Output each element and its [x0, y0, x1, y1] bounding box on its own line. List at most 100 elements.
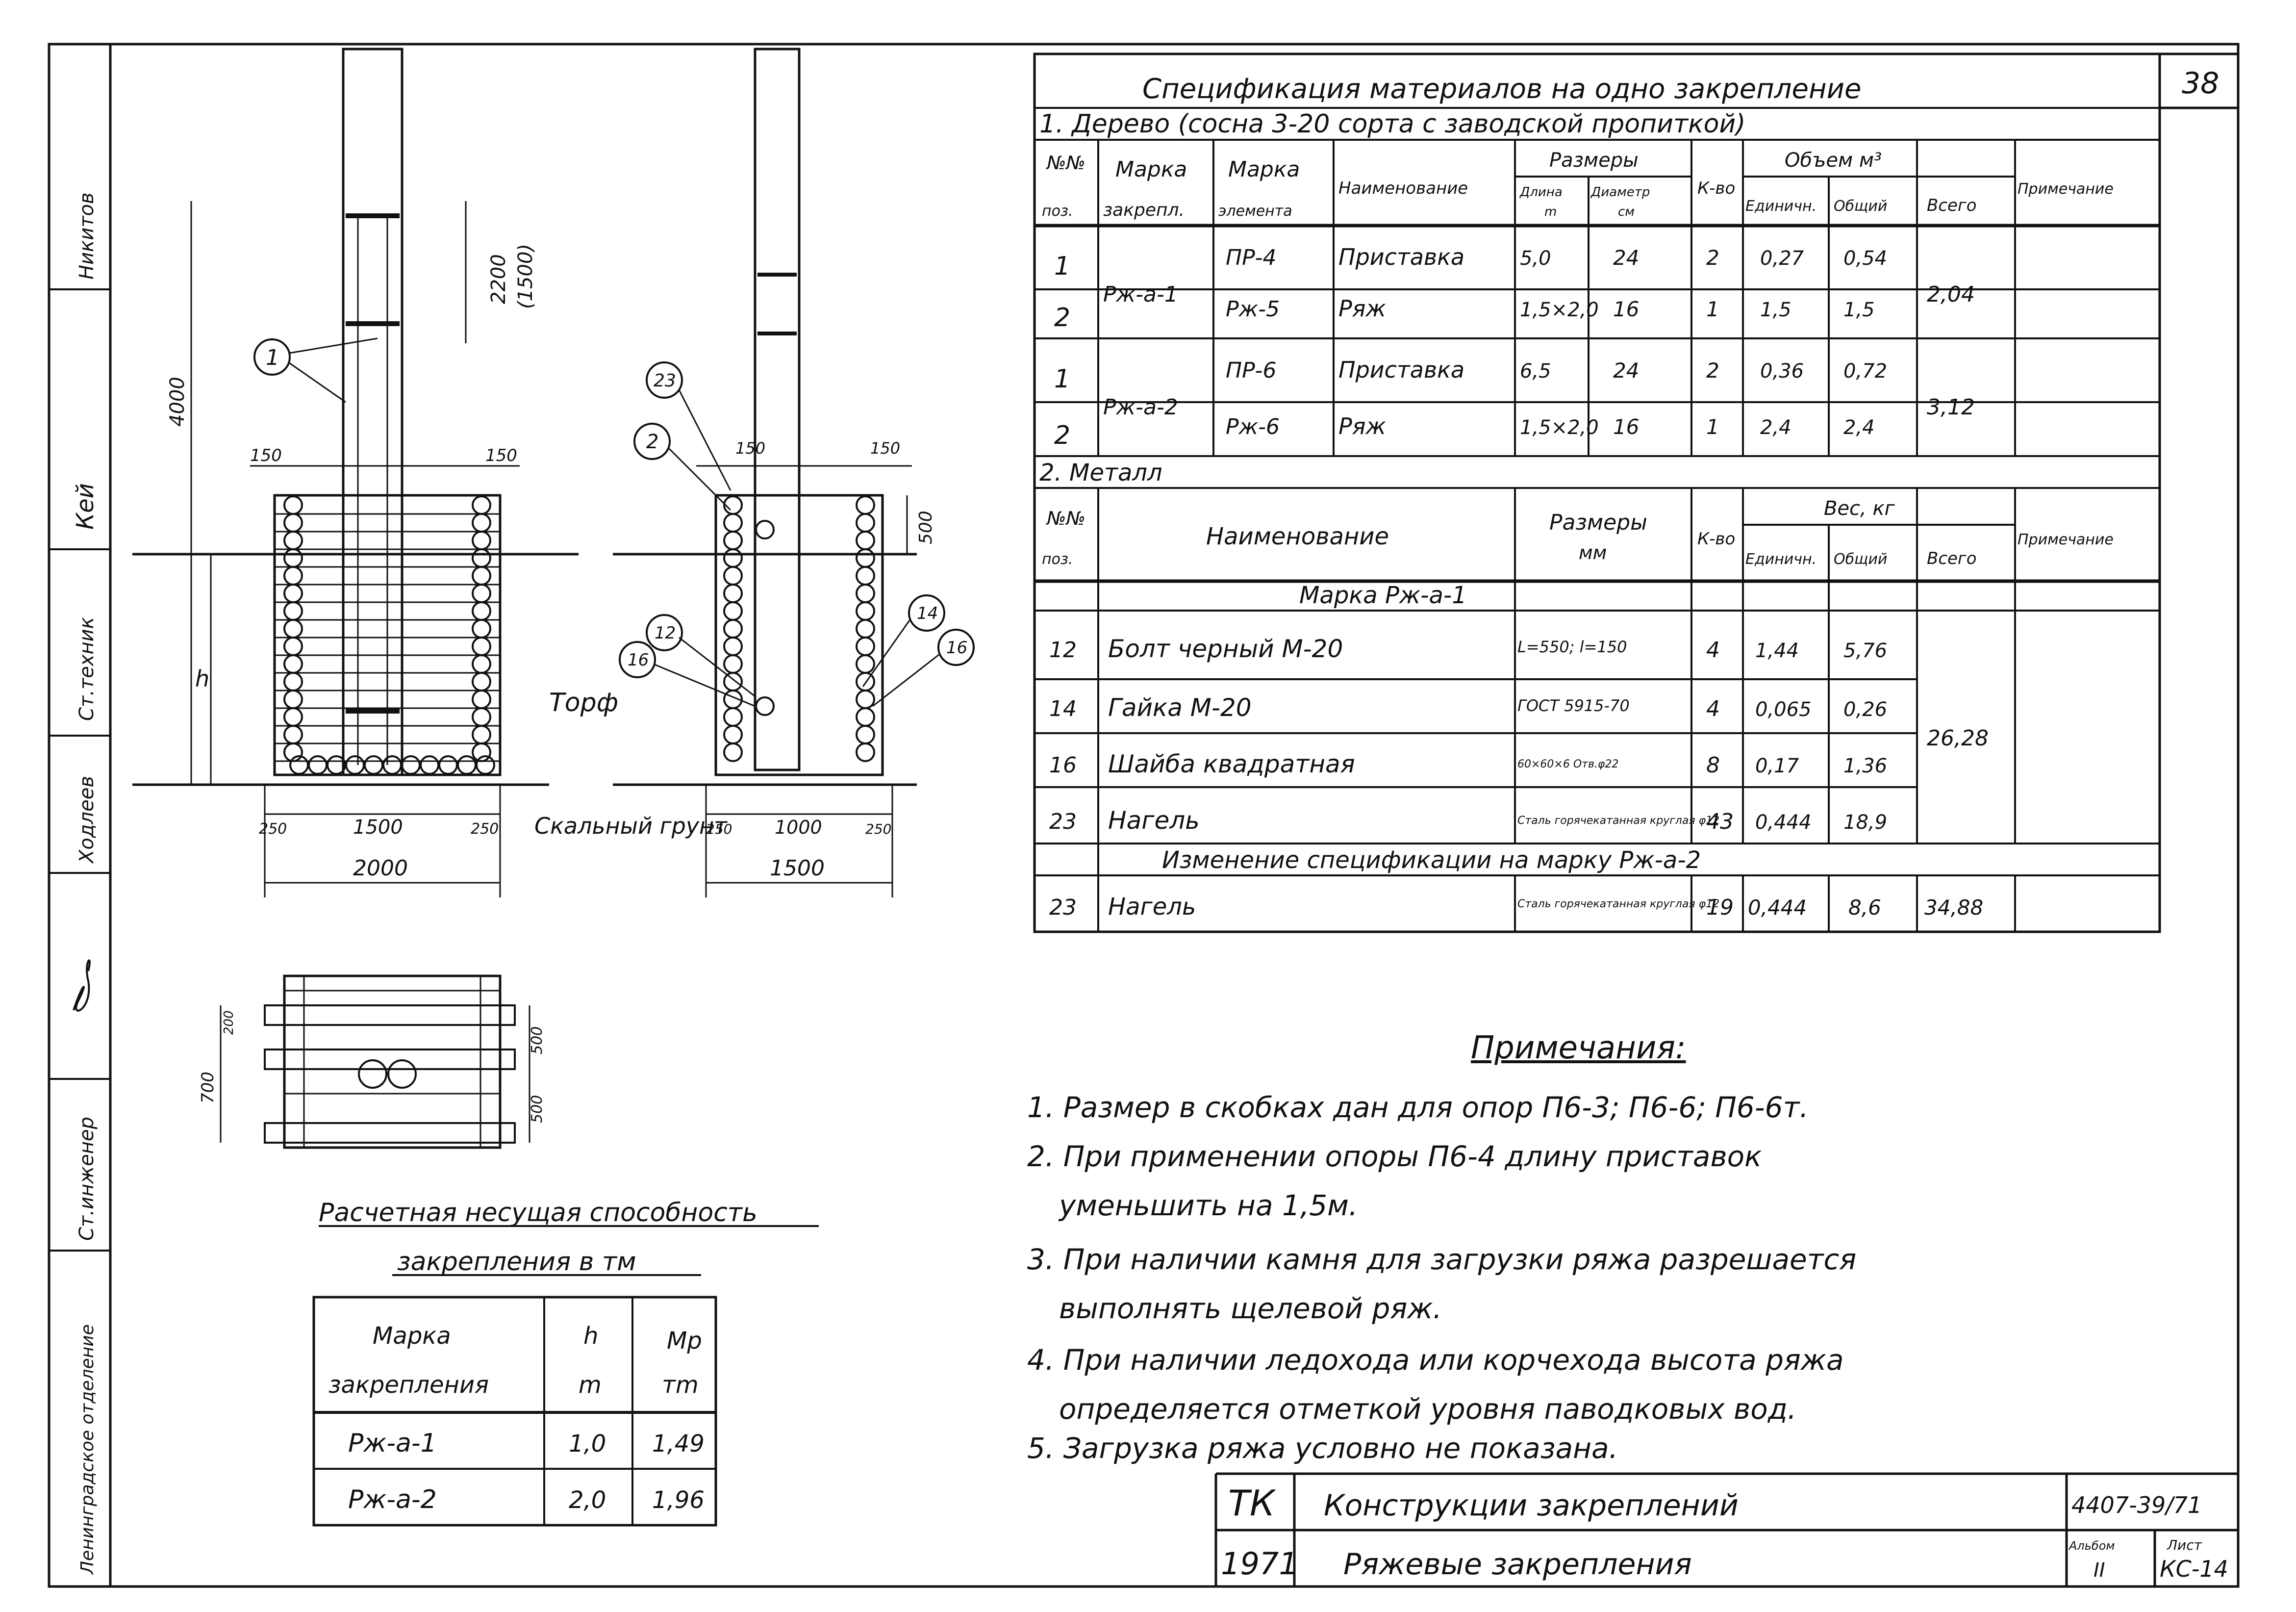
metal-unit: 0,17 [1755, 755, 1799, 777]
metal-pos: 12 [1049, 638, 1077, 663]
callout-23: 23 [654, 371, 676, 391]
metal-size: 60×60×6 Отв.φ22 [1517, 758, 1618, 770]
cap-row2-mp: 1,96 [652, 1486, 705, 1514]
note-2: 2. При применении опоры П6-4 длину прист… [1027, 1140, 1762, 1173]
post-right [754, 48, 801, 771]
capacity-title-1: Расчетная несущая способность [319, 1198, 757, 1228]
log-end [420, 755, 439, 775]
log-end [723, 584, 743, 603]
plan-dim-700: 700 [198, 1072, 218, 1103]
wood-name: Ряж [1338, 413, 1386, 439]
metal-name: Нагель [1108, 806, 1200, 835]
wood-total: 0,72 [1843, 360, 1887, 383]
log-end [283, 531, 303, 550]
dim-1500-bracket: (1500) [514, 244, 537, 309]
log-end [283, 601, 303, 621]
note-2b: уменьшить на 1,5м. [1059, 1189, 1358, 1222]
tb-code: 4407-39/71 [2071, 1492, 2202, 1518]
elevation-right-texts: 150 150 500 250 1000 250 1500 23 2 12 16… [628, 371, 967, 881]
stamp-role-2: Ст.инженер [76, 1117, 98, 1241]
wood-name: Ряж [1338, 295, 1386, 322]
notes-title: Примечания: [1471, 1030, 1686, 1066]
log-end [472, 531, 491, 550]
log-end [472, 725, 491, 744]
r-dim-250-right: 250 [865, 821, 891, 837]
stamp-name-3: Ходлеев [76, 776, 98, 864]
wood-qty: 1 [1706, 415, 1719, 439]
metal-unit: 0,444 [1755, 811, 1812, 834]
log-end [856, 742, 875, 762]
wh-total: Общий [1834, 198, 1887, 215]
dim-h: h [195, 665, 209, 692]
cap-row1-mp: 1,49 [652, 1430, 705, 1458]
log-end [723, 601, 743, 621]
r-dim-150-right: 150 [870, 439, 900, 458]
log-end [283, 584, 303, 603]
change-all: 34,88 [1924, 896, 1983, 920]
mh-pos-1: №№ [1046, 508, 1085, 529]
metal-total: 5,76 [1843, 640, 1887, 662]
log-end [283, 548, 303, 568]
wood-pos: 2 [1054, 421, 1070, 450]
wood-all: 2,04 [1927, 282, 1975, 307]
change-qty: 19 [1706, 895, 1734, 920]
dim-250-right: 250 [471, 820, 499, 838]
wood-section-title: 1. Дерево (сосна 3-20 сорта с заводской … [1039, 109, 1745, 139]
wood-unit: 0,36 [1760, 360, 1804, 383]
wood-len: 1,5×2,0 [1520, 299, 1599, 321]
mh-qty: К-во [1697, 529, 1735, 549]
dim-4000: 4000 [166, 377, 189, 427]
dim-150-left: 150 [250, 446, 282, 465]
wh-length-1: Длина [1519, 185, 1563, 200]
metal-size: Сталь горячекатанная круглая φ12 [1517, 815, 1719, 827]
wood-qty: 2 [1706, 358, 1719, 383]
wh-diam-2: см [1618, 205, 1635, 219]
wood-unit: 1,5 [1760, 299, 1791, 321]
log-end [472, 584, 491, 603]
log-end [723, 725, 743, 744]
mh-unit: Единичн. [1745, 551, 1817, 568]
cap-row1-h: 1,0 [569, 1430, 606, 1458]
log-end [472, 672, 491, 691]
page-number: 38 [2182, 66, 2219, 101]
callout-16-left: 16 [628, 650, 649, 670]
dim-2200: 2200 [487, 254, 510, 304]
log-end [382, 755, 402, 775]
log-end [364, 755, 383, 775]
tb-line1: Конструкции закреплений [1324, 1488, 1739, 1523]
tb-sheet-value: КС-14 [2160, 1556, 2228, 1582]
r-dim-250-left: 250 [706, 821, 732, 837]
metal-total: 18,9 [1843, 811, 1887, 834]
post-left [342, 48, 404, 776]
wh-name: Наименование [1338, 179, 1468, 198]
stamp-org: Ленинградское отделение [77, 1324, 98, 1575]
metal-mark: Марка Рж-а-1 [1299, 582, 1467, 609]
wh-unit: Единичн. [1745, 198, 1817, 215]
log-end [345, 755, 365, 775]
spec-title: Спецификация материалов на одно закрепле… [1142, 73, 1861, 105]
note-4b: определяется отметкой уровня паводковых … [1059, 1392, 1797, 1426]
mh-sizes-1: Размеры [1549, 510, 1647, 535]
cap-row2-mark: Рж-а-2 [348, 1485, 437, 1514]
cap-head-mp: Мр [667, 1327, 702, 1355]
log-end [856, 584, 875, 603]
r-dim-150-left: 150 [735, 439, 765, 458]
log-end [438, 755, 458, 775]
wood-diam: 16 [1613, 415, 1639, 439]
log-end [723, 566, 743, 586]
wood-total: 1,5 [1843, 299, 1875, 321]
wood-qty: 1 [1706, 297, 1719, 321]
metal-texts: 2. Металл №№ поз. Наименование Размеры м… [1039, 459, 2114, 921]
log-end [856, 548, 875, 568]
log-end [283, 654, 303, 674]
log-end [723, 637, 743, 656]
log-end [723, 707, 743, 727]
metal-name: Гайка М-20 [1108, 693, 1252, 722]
elevation-left-texts: 4000 2200 (1500) h 150 150 250 1500 250 … [166, 244, 728, 881]
log-end [856, 725, 875, 744]
wood-diam: 24 [1613, 246, 1639, 270]
cap-head-mark-1: Марка [373, 1322, 451, 1350]
log-end [283, 619, 303, 639]
side-stamp [49, 288, 110, 1252]
